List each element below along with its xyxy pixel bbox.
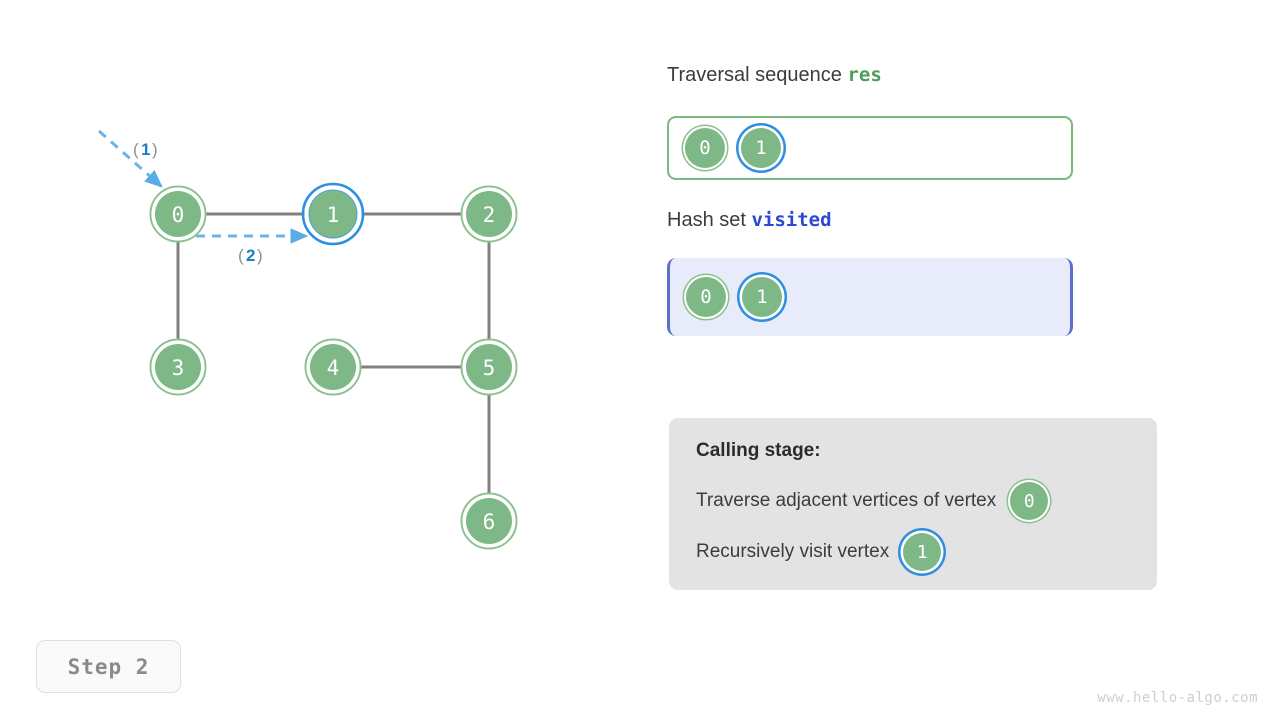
arrow-2-paren-open: ( [238,246,244,265]
arrow-label-1: ( 1 ) [133,140,158,159]
visited-title-text: Hash set [667,209,752,231]
visited-section-title: Hash set visited [667,209,832,232]
res-title-text: Traversal sequence [667,64,848,86]
graph-vertex-2-label: 2 [483,203,496,227]
watermark: www.hello-algo.com [1097,690,1258,706]
res-chip-0[interactable]: 0 [685,128,725,168]
calling-stage-line-0-chip[interactable]: 0 [1010,482,1049,520]
arrow-1-line [98,129,163,188]
arrow-label-2: ( 2 ) [238,246,263,265]
graph-vertex-0[interactable]: 0 [149,185,207,243]
graph-vertex-5-label: 5 [483,356,496,380]
calling-stage-panel: Calling stage: Traverse adjacent vertice… [669,418,1157,590]
calling-stage-heading: Calling stage: [696,440,821,461]
arrow-1-paren-close: ) [152,140,158,159]
calling-stage-line-1-chip-label: 1 [916,541,928,563]
calling-stage-line-0-chip-label: 0 [1023,490,1035,512]
graph-vertex-2[interactable]: 2 [460,185,518,243]
res-chip-1-label: 1 [755,137,767,159]
arrow-1-paren-open: ( [133,140,139,159]
graph-svg: ( 1 ) ( 2 ) 0 1 2 [98,129,518,550]
visited-chip-container: 0 1 [667,258,1073,336]
arrow-2-paren-close: ) [257,246,263,265]
visited-title-code: visited [751,209,832,231]
res-chip-container: 0 1 [667,116,1073,180]
graph-edges [176,212,491,493]
arrow-2-number: 2 [246,246,255,265]
graph-vertex-3-label: 3 [172,356,185,380]
visited-chip-1[interactable]: 1 [742,277,782,317]
graph-vertex-4-label: 4 [327,356,340,380]
res-title-code: res [847,64,882,86]
graph-vertex-3[interactable]: 3 [149,338,207,396]
res-chip-1[interactable]: 1 [741,128,781,168]
graph-vertex-1-label: 1 [327,203,340,227]
step-badge: Step 2 [36,640,181,693]
visited-chip-0-label: 0 [700,286,712,308]
calling-stage-line-1: Recursively visit vertex 1 [696,533,1157,571]
graph-vertex-5[interactable]: 5 [460,338,518,396]
graph-vertex-6[interactable]: 6 [460,492,518,550]
graph-vertex-4[interactable]: 4 [304,338,362,396]
calling-stage-line-1-text: Recursively visit vertex [696,541,890,562]
graph-call-arrows [98,129,309,244]
graph-vertex-1[interactable]: 1 [301,182,365,246]
calling-stage-line-1-chip[interactable]: 1 [903,533,942,571]
res-chip-0-label: 0 [699,137,711,159]
right-panel: Traversal sequence res 0 1 Hash set visi… [660,0,1280,720]
graph-panel: ( 1 ) ( 2 ) 0 1 2 [98,129,518,550]
arrow-1-number: 1 [141,140,150,159]
calling-stage-line-0: Traverse adjacent vertices of vertex 0 [696,482,1157,520]
graph-vertex-0-label: 0 [172,203,185,227]
graph-vertex-6-label: 6 [483,510,496,534]
visited-chip-0[interactable]: 0 [686,277,726,317]
calling-stage-line-0-text: Traverse adjacent vertices of vertex [696,490,997,511]
visited-chip-1-label: 1 [756,286,768,308]
res-section-title: Traversal sequence res [667,64,882,87]
